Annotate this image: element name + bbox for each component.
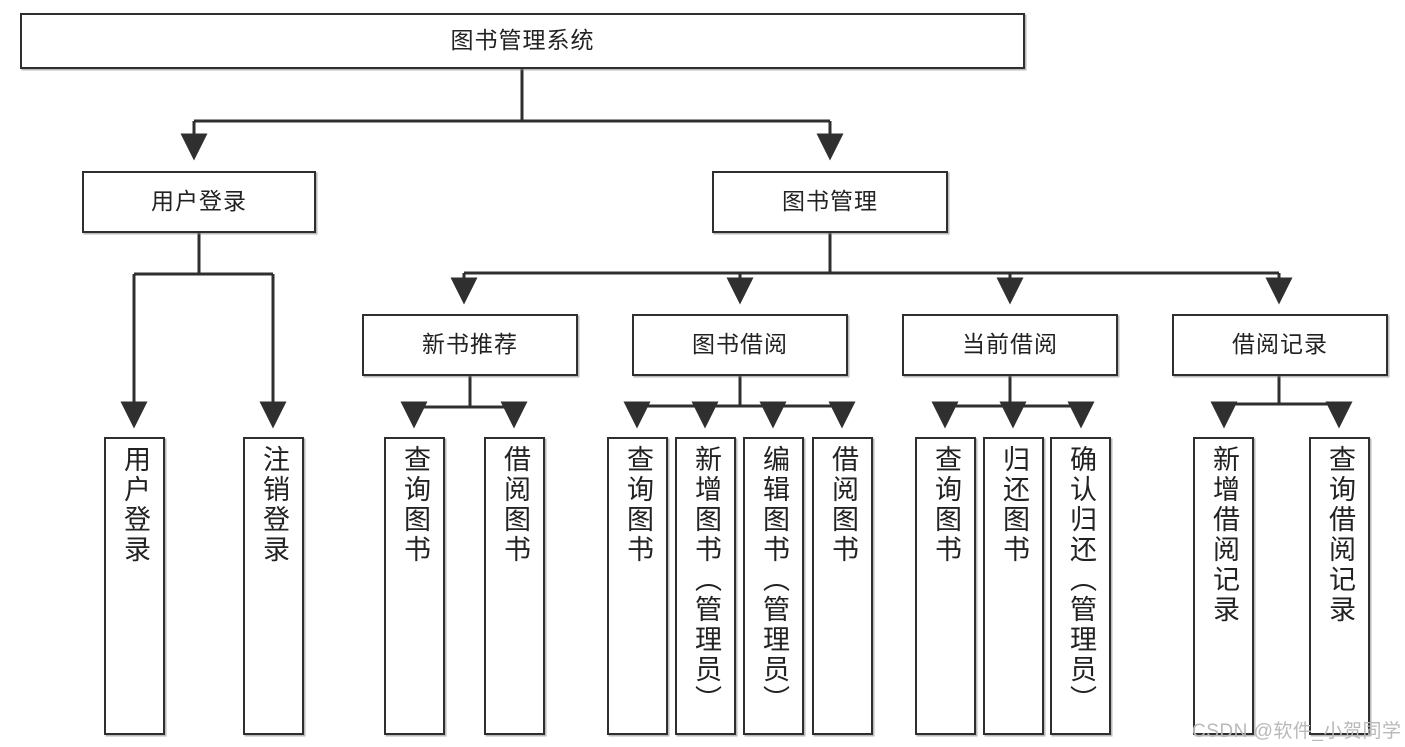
node-leaf-borrow-add-book-admin[interactable]: 新增图书（管理员） [675, 437, 736, 735]
node-label: 注销登录 [259, 445, 289, 565]
node-label: 用户登录 [151, 188, 247, 215]
node-label: 借阅图书 [828, 445, 858, 565]
node-label: 编辑图书（管理员） [759, 445, 789, 715]
node-leaf-recommend-borrow-book[interactable]: 借阅图书 [484, 437, 545, 735]
node-label: 借阅图书 [500, 445, 530, 565]
node-label: 查询图书 [400, 445, 430, 565]
node-label: 确认归还（管理员） [1066, 445, 1096, 715]
node-label: 查询图书 [623, 445, 653, 565]
node-leaf-current-query-book[interactable]: 查询图书 [915, 437, 976, 735]
node-user-login[interactable]: 用户登录 [82, 171, 316, 233]
node-label: 新增图书（管理员） [691, 445, 721, 715]
node-label: 借阅记录 [1232, 331, 1328, 358]
node-leaf-borrow-edit-book-admin[interactable]: 编辑图书（管理员） [743, 437, 804, 735]
node-label: 图书管理系统 [450, 27, 595, 54]
node-book-borrow[interactable]: 图书借阅 [632, 314, 848, 376]
node-leaf-current-confirm-return-admin[interactable]: 确认归还（管理员） [1050, 437, 1111, 735]
node-leaf-current-return-book[interactable]: 归还图书 [983, 437, 1044, 735]
node-label: 图书借阅 [692, 331, 788, 358]
node-root[interactable]: 图书管理系统 [20, 13, 1025, 69]
node-label: 用户登录 [120, 445, 150, 565]
node-leaf-borrow-borrow-book[interactable]: 借阅图书 [812, 437, 873, 735]
node-book-management[interactable]: 图书管理 [712, 171, 948, 233]
node-leaf-logout[interactable]: 注销登录 [243, 437, 304, 735]
node-label: 图书管理 [782, 188, 878, 215]
node-leaf-borrow-query-book[interactable]: 查询图书 [607, 437, 668, 735]
node-current-borrow[interactable]: 当前借阅 [902, 314, 1118, 376]
node-leaf-user-login[interactable]: 用户登录 [104, 437, 165, 735]
node-borrow-record[interactable]: 借阅记录 [1172, 314, 1388, 376]
node-label: 新增借阅记录 [1209, 445, 1239, 625]
node-label: 查询图书 [931, 445, 961, 565]
node-label: 新书推荐 [422, 331, 518, 358]
csdn-watermark: CSDN @软件_小贺同学 [1192, 721, 1402, 742]
node-leaf-record-query[interactable]: 查询借阅记录 [1309, 437, 1370, 735]
node-leaf-record-add[interactable]: 新增借阅记录 [1193, 437, 1254, 735]
node-leaf-recommend-query-book[interactable]: 查询图书 [384, 437, 445, 735]
node-label: 当前借阅 [962, 331, 1058, 358]
node-label: 查询借阅记录 [1325, 445, 1355, 625]
node-label: 归还图书 [999, 445, 1029, 565]
node-new-book-recommend[interactable]: 新书推荐 [362, 314, 578, 376]
